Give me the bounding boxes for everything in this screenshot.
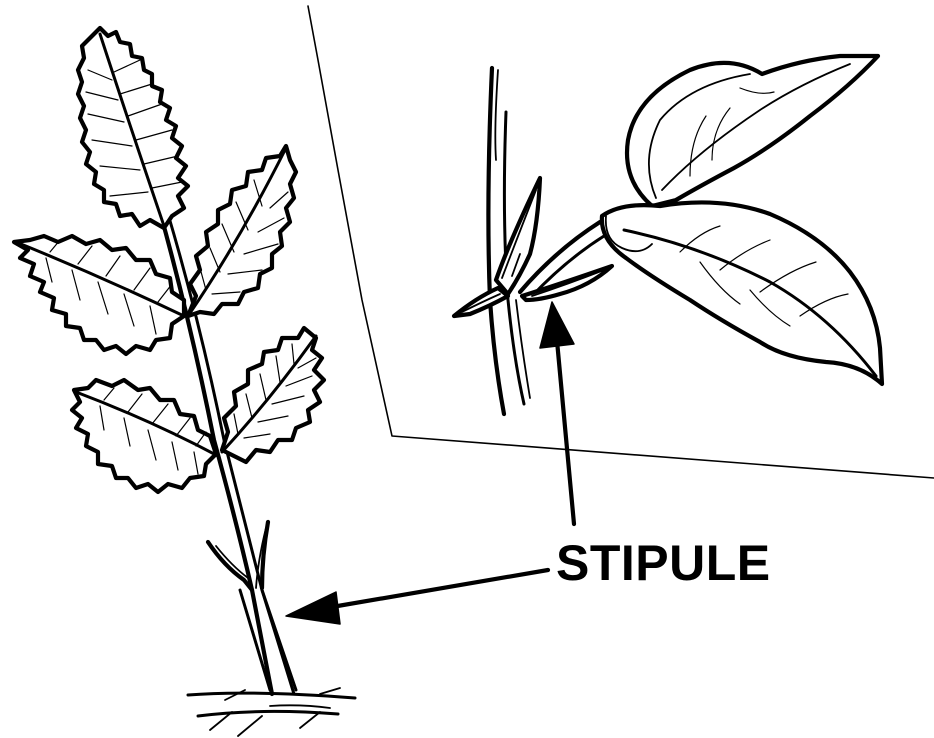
inset-stipule-left xyxy=(454,288,508,316)
leaflet-lower-right xyxy=(222,328,324,462)
terminal-leaflet xyxy=(78,28,188,228)
inset-lower-leaf xyxy=(602,202,882,384)
arrow-to-basal-stipule xyxy=(286,570,548,624)
leaflet-lower-left xyxy=(72,380,218,492)
rose-stem-illustration xyxy=(14,28,355,736)
inset-stipule-closeup xyxy=(454,56,882,414)
arrow-to-inset-stipule xyxy=(540,302,574,524)
leaflet-upper-right xyxy=(188,146,296,316)
inset-stipule-right xyxy=(522,266,612,300)
stipule-label: STIPULE xyxy=(556,535,771,591)
inset-upper-leaf xyxy=(627,56,878,206)
leaflet-upper-left xyxy=(14,236,184,354)
